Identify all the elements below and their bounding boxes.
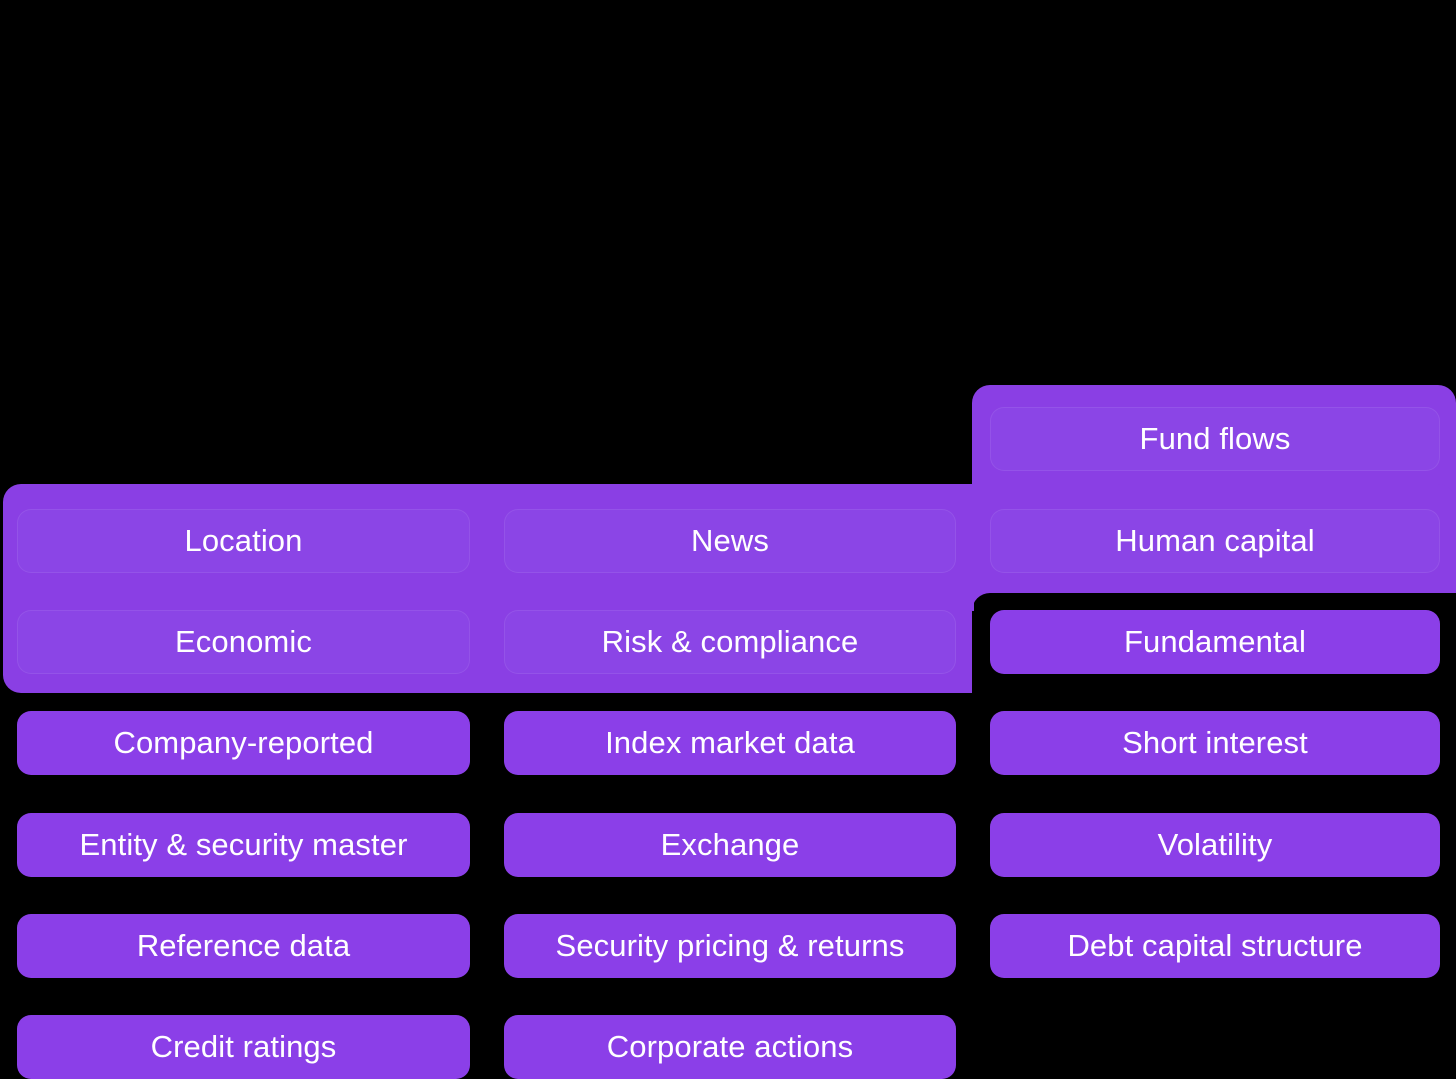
pill-security-pricing-returns[interactable]: Security pricing & returns: [504, 914, 956, 978]
selection-overlay-corner: [956, 593, 974, 611]
pill-company-reported[interactable]: Company-reported: [17, 711, 470, 775]
pill-location[interactable]: Location: [17, 509, 470, 573]
pill-fund-flows[interactable]: Fund flows: [990, 407, 1440, 471]
pill-exchange[interactable]: Exchange: [504, 813, 956, 877]
pill-label: Short interest: [1122, 724, 1308, 760]
pill-news[interactable]: News: [504, 509, 956, 573]
pill-short-interest[interactable]: Short interest: [990, 711, 1440, 775]
pill-reference-data[interactable]: Reference data: [17, 914, 470, 978]
pill-label: Risk & compliance: [601, 623, 859, 659]
pill-label: Reference data: [136, 927, 351, 963]
pill-label: Company-reported: [113, 724, 374, 760]
pill-label: Exchange: [660, 826, 800, 862]
pill-label: Security pricing & returns: [555, 927, 905, 963]
pill-index-market-data[interactable]: Index market data: [504, 711, 956, 775]
pill-label: Economic: [175, 623, 312, 659]
pill-label: Credit ratings: [150, 1028, 337, 1064]
pill-entity-security-master[interactable]: Entity & security master: [17, 813, 470, 877]
pill-fundamental[interactable]: Fundamental: [990, 610, 1440, 674]
pill-economic[interactable]: Economic: [17, 610, 470, 674]
pill-corporate-actions[interactable]: Corporate actions: [504, 1015, 956, 1079]
pill-label: Corporate actions: [606, 1028, 854, 1064]
pill-label: Index market data: [605, 724, 855, 760]
pill-label: Volatility: [1157, 826, 1273, 862]
pill-human-capital[interactable]: Human capital: [990, 509, 1440, 573]
pill-label: Entity & security master: [79, 826, 408, 862]
pill-label: Debt capital structure: [1067, 927, 1363, 963]
pill-label: Location: [184, 522, 303, 558]
pill-volatility[interactable]: Volatility: [990, 813, 1440, 877]
pill-debt-capital-structure[interactable]: Debt capital structure: [990, 914, 1440, 978]
pill-credit-ratings[interactable]: Credit ratings: [17, 1015, 470, 1079]
pill-risk-compliance[interactable]: Risk & compliance: [504, 610, 956, 674]
pill-label: Human capital: [1115, 522, 1315, 558]
pill-label: Fund flows: [1139, 420, 1291, 456]
pill-label: Fundamental: [1123, 623, 1307, 659]
pill-label: News: [691, 522, 769, 558]
